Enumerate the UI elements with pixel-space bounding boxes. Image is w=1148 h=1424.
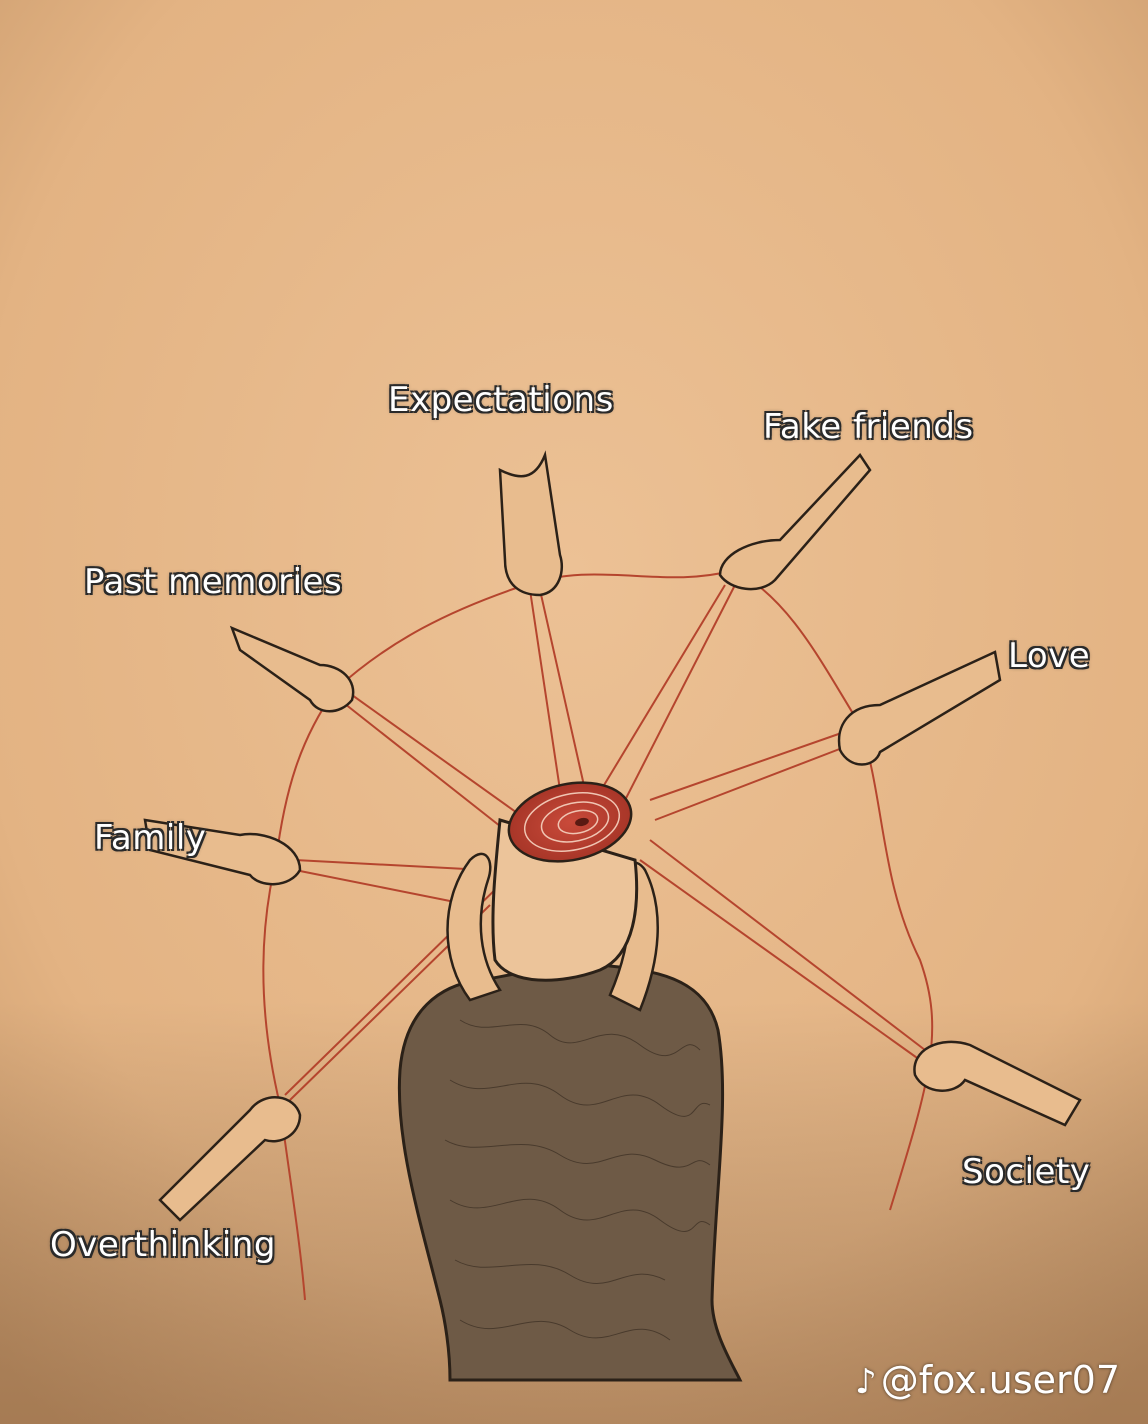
string-past-memories: [344, 689, 521, 816]
label-fake-friends: Fake friends: [763, 407, 974, 447]
label-society: Society: [962, 1152, 1091, 1192]
hand-society: [913, 1040, 1082, 1127]
string-fake-friends: [594, 584, 726, 801]
string-past-memories-2: [339, 699, 506, 831]
label-family: Family: [94, 818, 207, 858]
left-arm: [446, 852, 502, 1002]
watermark-handle: @fox.user07: [880, 1358, 1120, 1402]
hand-overthinking: [158, 1096, 302, 1222]
hand-expectations: [498, 450, 564, 597]
person-figure: [397, 781, 743, 1382]
string-expectations-2: [539, 589, 586, 791]
string-family-2: [294, 869, 471, 906]
watermark: ♪@fox.user07: [855, 1358, 1120, 1402]
label-expectations: Expectations: [388, 380, 614, 420]
person-head: [491, 818, 639, 982]
string-expectations: [529, 589, 561, 791]
brain-spiral: [507, 781, 633, 863]
string-fake-friends-2: [619, 584, 736, 811]
person-body: [397, 962, 743, 1382]
label-love: Love: [1008, 636, 1091, 676]
hands: [143, 450, 1082, 1222]
hand-past-memories: [229, 625, 355, 713]
hand-fake-friends: [718, 452, 872, 591]
string-love-2: [654, 744, 851, 821]
string-family: [294, 859, 486, 871]
scribble-texture: [444, 1019, 711, 1341]
hand-love: [837, 650, 1002, 766]
tiktok-icon: ♪: [855, 1362, 877, 1402]
hand-family: [143, 818, 302, 886]
label-overthinking: Overthinking: [50, 1225, 276, 1265]
label-past-memories: Past memories: [84, 562, 343, 602]
string-society: [649, 839, 926, 1051]
string-society-2: [639, 859, 921, 1061]
string-love: [649, 729, 851, 801]
